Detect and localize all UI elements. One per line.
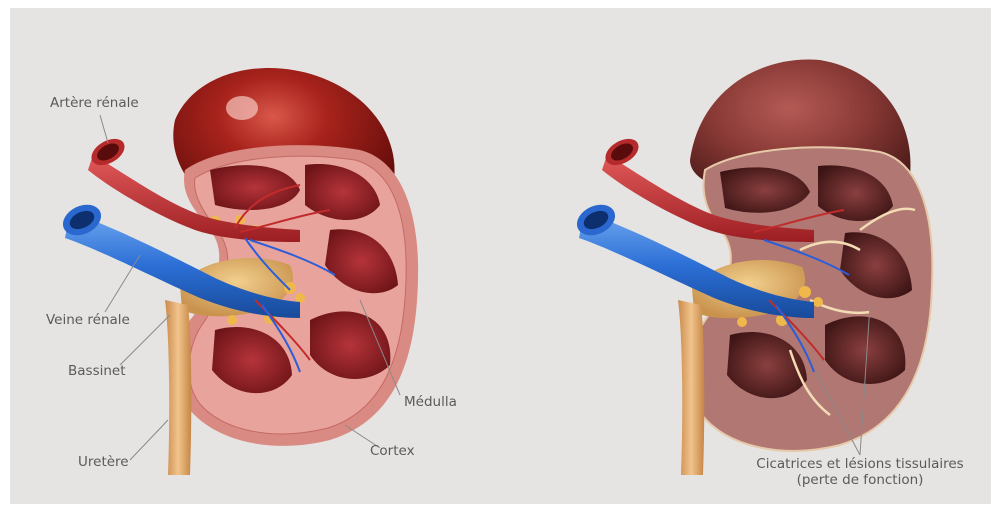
label-medulla: Médulla <box>404 394 457 410</box>
label-cicatrices-line1: Cicatrices et lésions tissulaires <box>726 456 994 472</box>
label-cicatrices: Cicatrices et lésions tissulaires (perte… <box>726 456 994 488</box>
label-artere-renale: Artère rénale <box>50 95 139 111</box>
damaged-kidney <box>572 60 932 475</box>
label-bassinet: Bassinet <box>68 363 126 379</box>
healthy-kidney <box>58 68 418 475</box>
label-cicatrices-line2: (perte de fonction) <box>726 472 994 488</box>
label-veine-renale: Veine rénale <box>46 312 130 328</box>
label-uretere: Uretère <box>78 454 129 470</box>
label-cortex: Cortex <box>370 443 415 459</box>
